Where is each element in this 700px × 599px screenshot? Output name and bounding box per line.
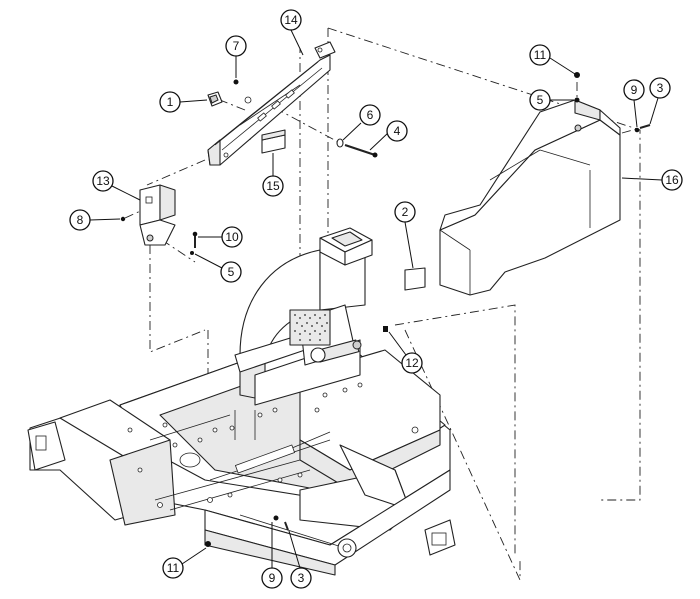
- callout-5-lower: 5: [220, 261, 242, 283]
- svg-text:14: 14: [284, 13, 298, 27]
- svg-text:3: 3: [657, 81, 664, 95]
- svg-text:16: 16: [665, 173, 679, 187]
- svg-text:7: 7: [233, 39, 240, 53]
- bolt-part-4: [344, 143, 378, 158]
- svg-text:4: 4: [394, 124, 401, 138]
- callout-9-bottom: 9: [261, 567, 283, 589]
- callout-13: 13: [92, 170, 114, 192]
- callout-8: 8: [69, 209, 91, 231]
- callout-14: 14: [280, 9, 302, 31]
- svg-text:1: 1: [167, 95, 174, 109]
- callout-11-top: 11: [529, 44, 551, 66]
- svg-text:13: 13: [96, 174, 110, 188]
- callout-5-top: 5: [529, 89, 551, 111]
- callout-15: 15: [262, 175, 284, 197]
- bracket-part-15: [261, 129, 286, 154]
- callout-11-bottom: 11: [162, 557, 184, 579]
- clip-part-1: [207, 91, 223, 107]
- callout-6: 6: [359, 104, 381, 126]
- blower-housing: [234, 227, 373, 440]
- callout-16: 16: [661, 169, 683, 191]
- callout-10: 10: [221, 226, 243, 248]
- callout-7: 7: [225, 35, 247, 57]
- callouts: 14 7 1 6 4 15: [69, 9, 683, 589]
- main-frame: [27, 329, 456, 576]
- cover-part-16: [439, 99, 621, 296]
- blower-mesh: [289, 309, 331, 346]
- svg-text:2: 2: [402, 205, 409, 219]
- callout-9-top: 9: [623, 79, 645, 101]
- svg-text:8: 8: [77, 213, 84, 227]
- callout-3-top: 3: [649, 77, 671, 99]
- svg-text:9: 9: [269, 571, 276, 585]
- callout-3-bottom: 3: [290, 567, 312, 589]
- callout-2: 2: [394, 201, 416, 223]
- callout-12: 12: [401, 352, 423, 374]
- svg-text:11: 11: [167, 561, 180, 575]
- svg-text:9: 9: [631, 83, 638, 97]
- hardware: [120, 72, 651, 547]
- mounting-arm-part-14: [207, 41, 336, 166]
- svg-text:15: 15: [266, 179, 280, 193]
- svg-text:3: 3: [298, 571, 305, 585]
- svg-text:5: 5: [537, 93, 544, 107]
- svg-text:12: 12: [405, 356, 419, 370]
- bracket-part-13: [139, 184, 176, 246]
- svg-text:5: 5: [228, 265, 235, 279]
- decal-part-2: [404, 267, 426, 291]
- svg-text:10: 10: [225, 230, 239, 244]
- svg-text:6: 6: [367, 108, 374, 122]
- callout-4: 4: [386, 120, 408, 142]
- svg-text:11: 11: [534, 48, 547, 62]
- callout-1: 1: [159, 91, 181, 113]
